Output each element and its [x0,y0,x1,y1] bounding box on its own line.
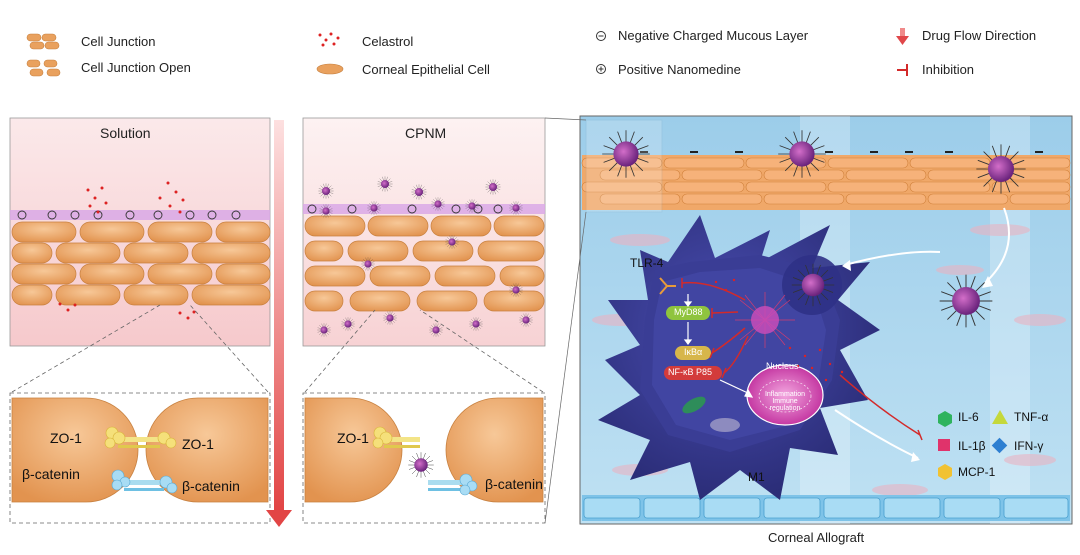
solution-celastrol [58,181,196,320]
allograft-panel [544,115,1073,525]
cpnm-zo1-protein-icon [372,426,393,449]
cell-junction-icon [26,33,60,50]
epithelial-cell-icon [316,63,344,75]
cpnm-zoom [302,309,546,524]
m1-label: M1 [748,470,765,484]
il6-icon [938,411,952,427]
nfkb-pill [664,366,722,380]
allograft-endothelium [582,495,1070,521]
cpnm-panel [302,117,546,347]
bcatenin-label-right: β-catenin [182,478,240,494]
allograft-epithelium [581,155,1071,210]
legend-epithelial-cell: Corneal Epithelial Cell [362,62,490,77]
tlr4-receptor-icon [659,277,676,295]
nucleus-inner-label: Inflammation Immune regulation [764,391,806,412]
cell-junction-open-icon [26,59,61,77]
cpnm-bcatenin-protein-icon [459,473,478,496]
bcatenin-protein-right-icon [159,475,178,494]
cpnm-cell-rows [304,215,545,312]
macrophage-m1 [598,215,923,500]
nucleus-label: Nucleus [766,361,799,371]
drug-flow-arrow-icon [896,28,909,45]
zo1-protein-right-icon [157,431,177,449]
legend-negative-layer: Negative Charged Mucous Layer [618,28,809,43]
cpnm-negative-symbols [307,204,503,214]
cpnm-bcatenin-label: β-catenin [485,476,543,492]
myd88-label: MyD88 [674,307,703,317]
legend-cell-junction: Cell Junction [81,34,156,49]
legend-drug-flow: Drug Flow Direction [922,28,1037,43]
solution-cell-rows [11,221,271,306]
legend-cell-junction-open: Cell Junction Open [81,60,191,75]
myd88-pill [666,306,710,320]
cpnm-title: CPNM [405,125,447,141]
il6-label: IL-6 [958,410,979,424]
zo1-label-right: ZO-1 [182,436,214,452]
legend-positive-nano: Positive Nanomedine [618,62,741,77]
inhibition-lines [681,278,923,441]
solution-panel [9,117,271,347]
bcatenin-protein-left-icon [111,469,131,491]
positive-symbol-icon [596,64,606,74]
nfkb-label: NF-κB P85 [668,367,713,377]
il1b-icon [938,439,950,451]
mcp1-label: MCP-1 [958,465,996,479]
bcatenin-label-left: β-catenin [22,466,80,482]
flow-arrows [834,207,1011,459]
cpnm-zo1-label: ZO-1 [337,430,369,446]
celastrol-icon [318,32,340,47]
solution-title: Solution [100,125,151,141]
allograft-caption: Corneal Allograft [768,530,865,545]
cytokine-icons [938,410,1008,480]
tnfa-label: TNF-α [1014,410,1049,424]
tnfa-icon [992,410,1008,424]
zo1-label-left: ZO-1 [50,430,82,446]
ikba-label: IκBα [684,347,703,357]
legend-celastrol: Celastrol [362,34,414,49]
zo1-protein-left-icon [104,426,126,449]
ikba-pill [675,346,711,360]
ifng-label: IFN-γ [1014,439,1044,453]
legend-inhibition: Inhibition [922,62,975,77]
il1b-label: IL-1β [958,439,986,453]
released-celastrol [714,278,844,382]
legend-graphics [26,28,909,77]
solution-negative-symbols [17,210,241,220]
mcp1-icon [938,464,952,480]
drug-flow-arrow [266,120,292,527]
negative-symbol-icon [596,31,606,41]
solution-zoom [9,304,271,524]
tlr4-label: TLR-4 [630,256,664,270]
inhibition-icon [897,64,908,76]
